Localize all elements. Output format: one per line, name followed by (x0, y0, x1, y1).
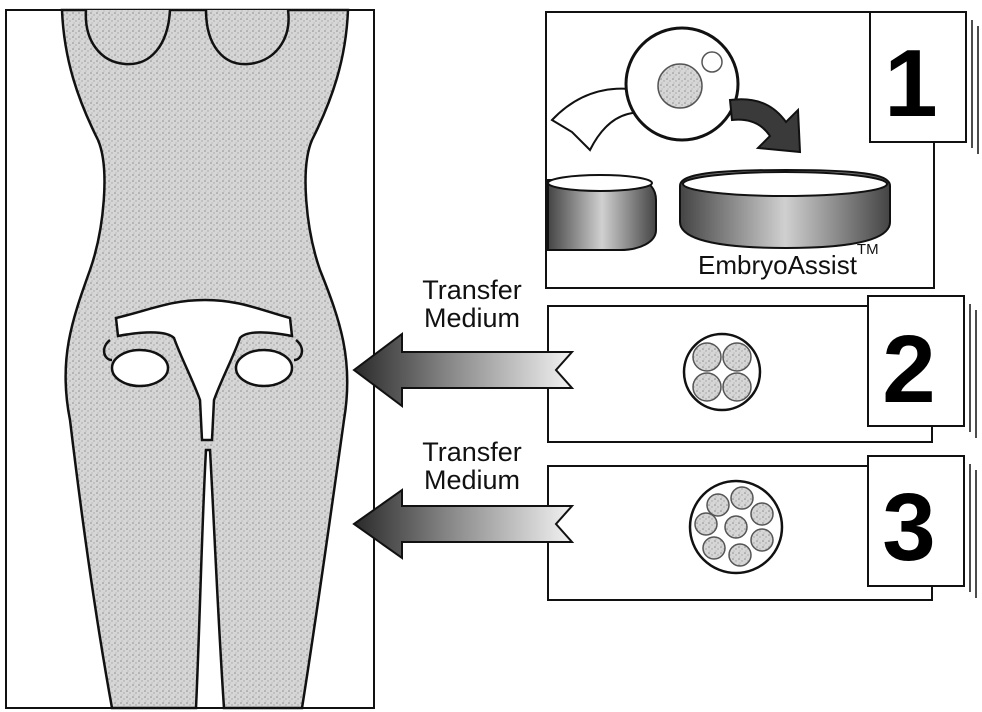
transfer-medium-label-3: Transfer Medium (412, 438, 532, 495)
step-1-number: 1 (876, 36, 946, 132)
embryoassist-label: EmbryoAssistTM (698, 250, 879, 281)
trademark-mark: TM (857, 241, 879, 258)
step-2-number: 2 (874, 322, 944, 418)
polar-body (702, 52, 722, 72)
transfer-arrow-3 (354, 490, 572, 558)
oocyte (658, 64, 702, 108)
transfer-medium-label-2: Transfer Medium (412, 276, 532, 333)
transfer-arrow-2 (354, 334, 572, 406)
embryo-4-cell (684, 334, 760, 410)
step-3-number: 3 (874, 480, 944, 576)
